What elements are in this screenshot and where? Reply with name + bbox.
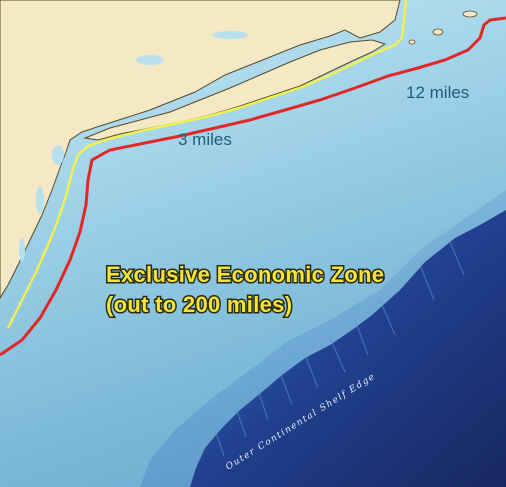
mainland: [0, 0, 401, 299]
label-twelve-miles: 12 miles: [406, 83, 469, 102]
label-eez-line2: (out to 200 miles): [106, 292, 292, 317]
label-eez-line1: Exclusive Economic Zone: [106, 262, 384, 287]
shelf-edge-canyons: [214, 241, 465, 457]
deep-ocean: [190, 210, 506, 487]
label-three-miles: 3 miles: [178, 130, 232, 149]
coastal-inlets: [19, 31, 248, 262]
three-mile-boundary: [6, 0, 408, 329]
islands: [408, 10, 478, 45]
twelve-mile-boundary: [0, 16, 506, 357]
